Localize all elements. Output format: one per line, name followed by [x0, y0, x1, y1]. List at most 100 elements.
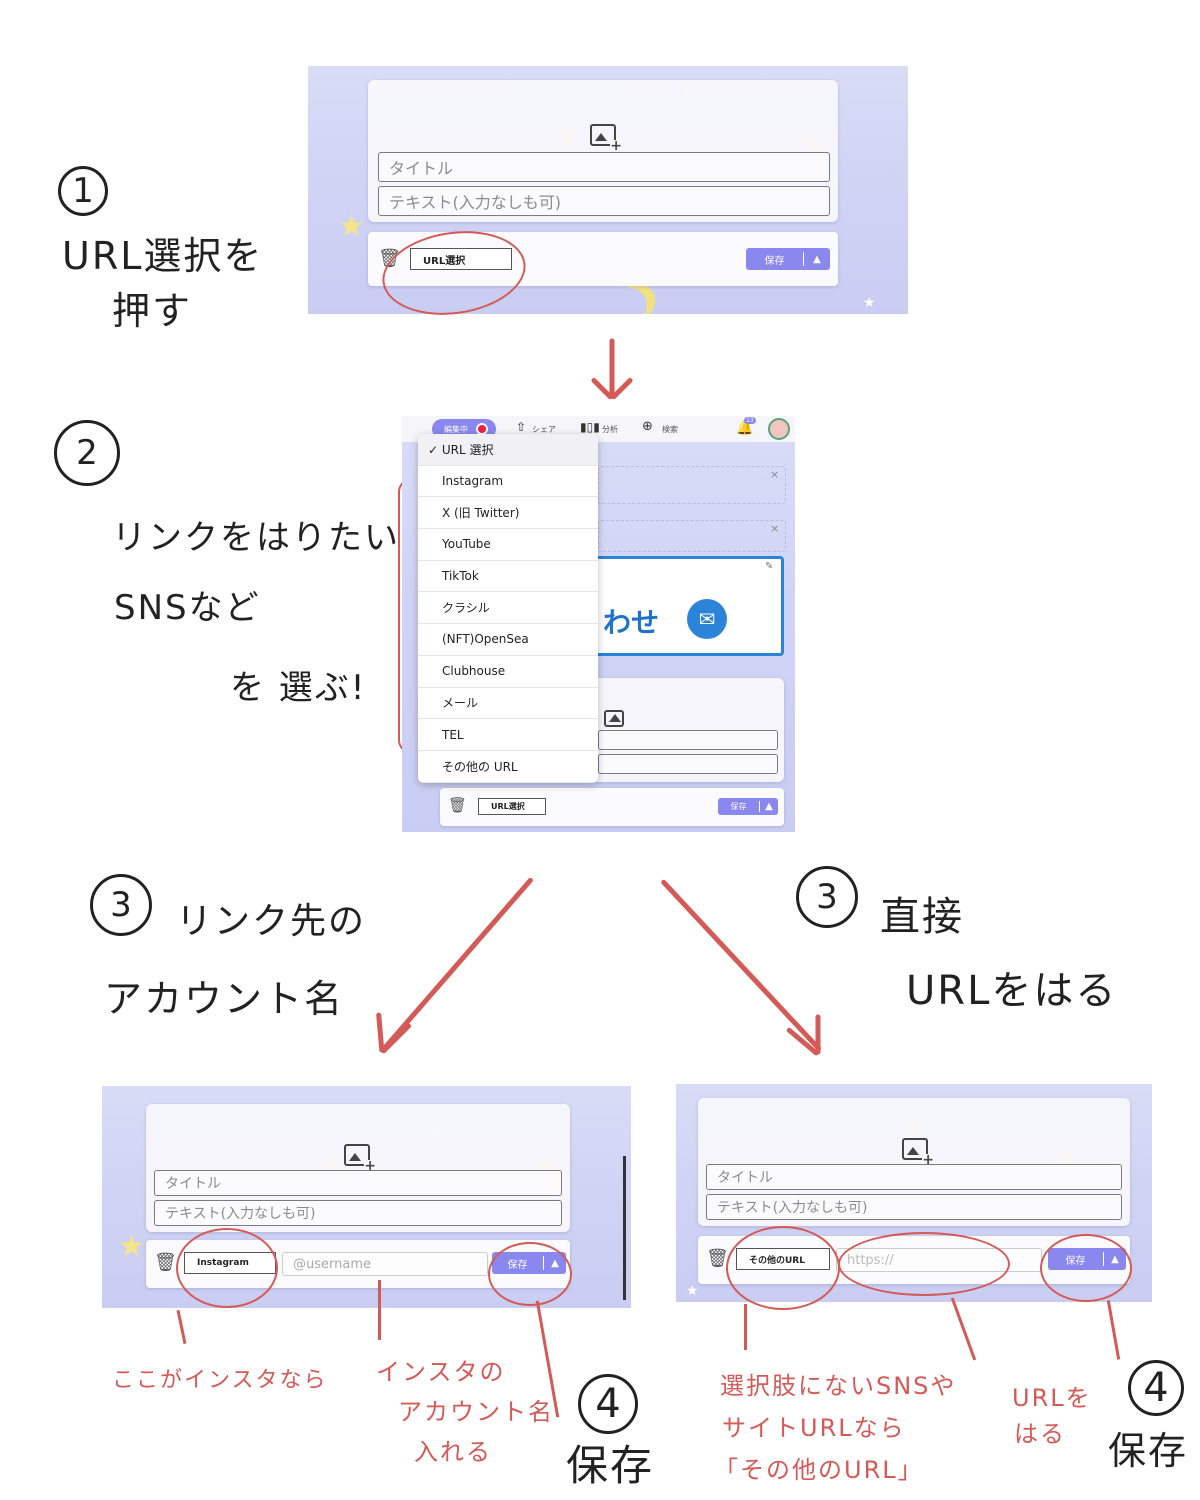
divider — [803, 252, 804, 266]
down-arrow — [609, 338, 615, 397]
text-input[interactable] — [598, 754, 778, 774]
step1-note-line1: URL選択を — [62, 234, 264, 278]
menu-item-clubhouse[interactable]: Clubhouse — [418, 656, 598, 688]
tab-analytics[interactable]: 分析 — [602, 425, 618, 434]
add-image-icon[interactable]: + — [590, 124, 622, 153]
link-row — [598, 466, 786, 504]
url-select[interactable]: URL選択 — [478, 798, 546, 815]
add-image-icon[interactable]: + — [902, 1138, 934, 1167]
panel1-action-bar: 🗑 URL選択 保存 ▲ — [368, 232, 838, 286]
menu-item-tel[interactable]: TEL — [418, 719, 598, 751]
save-label: 保存 — [730, 802, 747, 811]
step3b-note-line1: 直接 — [880, 894, 964, 940]
menu-item-mail[interactable]: メール — [418, 688, 598, 720]
avatar[interactable] — [768, 418, 790, 440]
menu-item-youtube[interactable]: YouTube — [418, 529, 598, 561]
add-image-icon[interactable]: + — [344, 1144, 376, 1173]
panel2-action-bar: 🗑 URL選択 保存 ▲ — [440, 788, 784, 826]
search-icon[interactable]: ⊕ — [642, 419, 653, 434]
panel2-screenshot: 編集中 ⇧ シェア ▮▯▮ 分析 ⊕ 検索 🔔 13 × × わせ ✉ ✎ 🗑 … — [402, 416, 795, 832]
step3a-number: 3 — [90, 874, 152, 936]
text-input[interactable]: テキスト(入力なしも可) — [706, 1194, 1122, 1220]
up-arrow — [176, 1310, 187, 1344]
annotation-other-line3: 「その他のURL」 — [714, 1456, 924, 1484]
star-icon: ★ — [863, 295, 876, 311]
text-input[interactable]: テキスト(入力なしも可) — [378, 186, 830, 216]
step3b-note-line2: URLをはる — [906, 968, 1118, 1014]
up-arrow — [950, 1297, 977, 1361]
step2-note-line2: SNSなど — [114, 588, 261, 628]
menu-item-tiktok[interactable]: TikTok — [418, 561, 598, 593]
add-image-icon[interactable] — [604, 710, 624, 727]
menu-item-other-url[interactable]: その他の URL — [418, 751, 598, 783]
chart-icon[interactable]: ▮▯▮ — [580, 420, 600, 434]
trash-icon[interactable]: 🗑 — [378, 248, 401, 269]
annotation-instagram-line2: アカウント名 — [398, 1398, 554, 1426]
left-down-arrow-head — [376, 1012, 385, 1053]
highlight-ring — [488, 1242, 572, 1306]
panel4-card: + タイトル テキスト(入力なしも可) — [698, 1098, 1130, 1226]
link-row — [598, 520, 786, 552]
trash-icon[interactable]: 🗑 — [448, 796, 468, 814]
step4-left-label: 保存 — [566, 1441, 655, 1490]
caret-up-icon: ▲ — [813, 253, 821, 265]
highlight-ring — [838, 1232, 1010, 1296]
contact-banner[interactable]: わせ ✉ ✎ — [582, 556, 784, 656]
right-down-arrow-head — [815, 1014, 821, 1055]
moon-icon — [613, 288, 647, 314]
annotation-paste-url-line2: はる — [1014, 1420, 1066, 1448]
menu-item-opensea[interactable]: (NFT)OpenSea — [418, 624, 598, 656]
up-arrow — [1106, 1300, 1121, 1360]
step3b-number: 3 — [796, 866, 858, 928]
highlight-ring — [176, 1228, 278, 1308]
menu-item-kurashiru[interactable]: クラシル — [418, 592, 598, 625]
step1-number: 1 — [58, 166, 108, 216]
tab-search[interactable]: 検索 — [662, 425, 678, 434]
title-input[interactable]: タイトル — [706, 1164, 1122, 1190]
trash-icon[interactable]: 🗑 — [154, 1252, 177, 1273]
bell-icon[interactable]: 🔔 — [736, 420, 754, 436]
tab-editing-label: 編集中 — [444, 424, 468, 434]
menu-item-x[interactable]: X (旧 Twitter) — [418, 497, 598, 530]
step4-right-label: 保存 — [1108, 1429, 1189, 1473]
step4-right-number: 4 — [1128, 1360, 1184, 1416]
close-icon[interactable]: × — [770, 468, 780, 481]
mail-icon: ✉ — [687, 599, 727, 639]
annotation-instagram-line3: 入れる — [414, 1438, 492, 1466]
username-input[interactable]: @username — [282, 1252, 488, 1276]
notification-badge: 13 — [744, 417, 756, 424]
step2-note-line3: を 選ぶ! — [230, 668, 367, 708]
share-icon[interactable]: ⇧ — [516, 420, 527, 434]
highlight-ring — [726, 1226, 840, 1310]
panel1-card: + タイトル テキスト(入力なしも可) — [368, 80, 838, 222]
panel3-card: + タイトル テキスト(入力なしも可) — [146, 1104, 570, 1232]
step1-note-line2: 押す — [112, 289, 193, 333]
panel1-screenshot: ★ ★ ★ ★ + タイトル テキスト(入力なしも可) 🗑 URL選択 保存 ▲ — [308, 66, 908, 314]
url-type-dropdown[interactable]: ✓ URL 選択 Instagram X (旧 Twitter) YouTube… — [418, 434, 598, 783]
step3a-note-line1: リンク先の — [176, 901, 367, 942]
title-input[interactable]: タイトル — [154, 1170, 562, 1196]
title-input[interactable]: タイトル — [378, 152, 830, 182]
up-arrow — [378, 1280, 381, 1340]
annotation-other-line1: 選択肢にないSNSや — [720, 1372, 957, 1400]
annotation-other-line2: サイトURLなら — [722, 1414, 906, 1442]
menu-item-url-select[interactable]: ✓ URL 選択 — [418, 434, 598, 466]
star-icon: ★ — [118, 1229, 145, 1264]
save-button[interactable]: 保存 ▲ — [746, 248, 830, 270]
menu-item-instagram[interactable]: Instagram — [418, 466, 598, 498]
url-select[interactable]: URL選択 — [410, 248, 512, 270]
edit-icon[interactable]: ✎ — [765, 561, 774, 572]
text-input[interactable]: テキスト(入力なしも可) — [154, 1200, 562, 1226]
star-icon: ★ — [338, 209, 365, 244]
tab-share[interactable]: シェア — [532, 425, 556, 434]
title-input[interactable] — [598, 730, 778, 750]
close-icon[interactable]: × — [770, 522, 780, 535]
trash-icon[interactable]: 🗑 — [706, 1248, 729, 1269]
save-button[interactable]: 保存 ▲ — [718, 798, 778, 815]
left-down-arrow-head — [380, 1022, 413, 1055]
star-icon: ★ — [686, 1283, 699, 1299]
scrollbar[interactable] — [623, 1156, 626, 1300]
banner-text: わせ — [603, 606, 660, 639]
save-label: 保存 — [764, 255, 785, 267]
annotation-instagram-line1: インスタの — [376, 1358, 506, 1386]
